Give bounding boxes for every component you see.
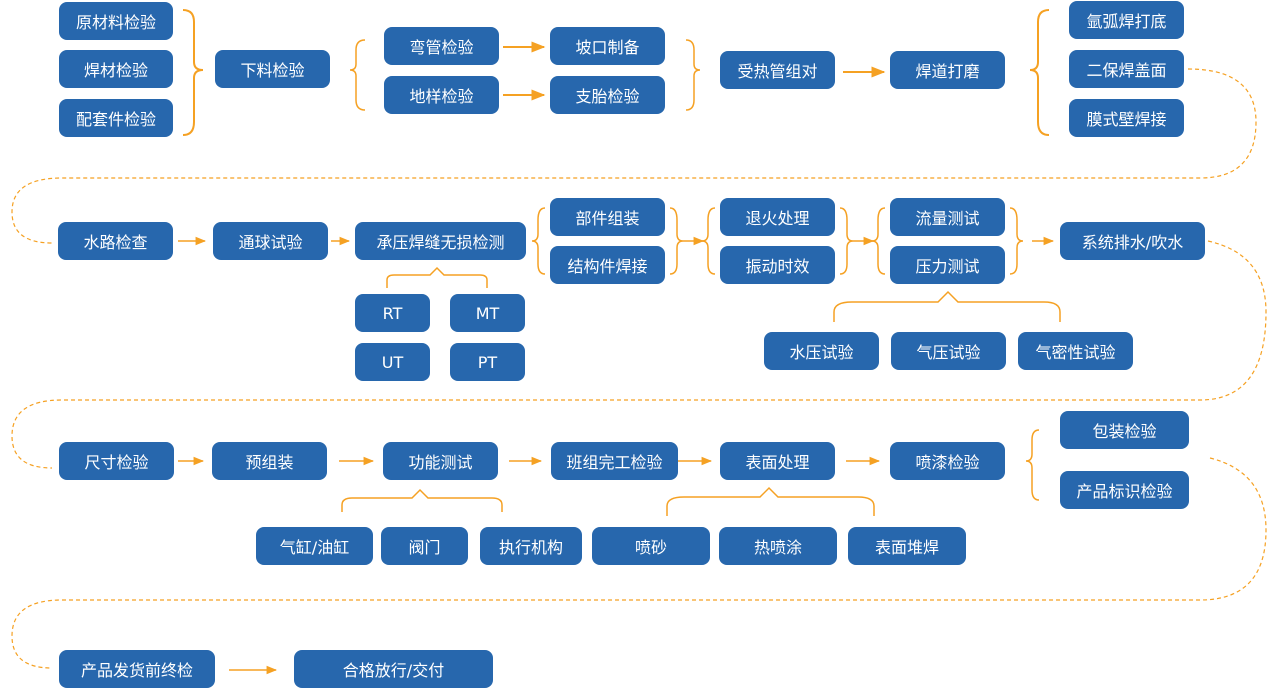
- node-ut: UT: [355, 343, 430, 381]
- node-argon-arc: 氩弧焊打底: [1069, 1, 1184, 39]
- bracket-brace-icon: [341, 488, 503, 512]
- node-packaging: 包装检验: [1060, 411, 1189, 449]
- bracket-brace-icon: [833, 290, 1061, 322]
- node-rt: RT: [355, 294, 430, 332]
- node-hydro-test: 水压试验: [764, 332, 879, 370]
- row1-connectors: [182, 9, 1050, 136]
- node-cylinder: 气缸/油缸: [256, 527, 373, 565]
- node-component-assembly: 部件组装: [550, 198, 665, 236]
- node-welding-material: 焊材检验: [59, 50, 173, 88]
- node-mt: MT: [450, 294, 525, 332]
- node-ndt: 承压焊缝无损检测: [355, 222, 526, 260]
- wrap-line-row3: [11, 457, 1267, 669]
- bracket-brace-icon: [182, 9, 204, 136]
- node-final-inspection: 产品发货前终检: [59, 650, 215, 688]
- node-surface-treatment: 表面处理: [720, 442, 835, 480]
- node-drain-blow: 系统排水/吹水: [1060, 222, 1205, 260]
- bracket-brace-icon: [669, 207, 684, 275]
- wrap-line-row2: [11, 240, 1267, 469]
- bracket-brace-icon: [1029, 9, 1050, 136]
- bracket-brace-icon: [666, 486, 875, 516]
- bracket-brace-icon: [871, 207, 886, 275]
- node-waterway: 水路检查: [58, 222, 173, 260]
- bracket-brace-icon: [1009, 207, 1024, 275]
- bracket-brace-icon: [1025, 429, 1040, 501]
- node-team-complete: 班组完工检验: [551, 442, 678, 480]
- node-raw-material: 原材料检验: [59, 2, 173, 40]
- node-pneumatic-test: 气压试验: [891, 332, 1006, 370]
- node-release: 合格放行/交付: [294, 650, 493, 688]
- node-blanking: 下料检验: [215, 50, 330, 88]
- node-support: 支胎检验: [550, 76, 665, 114]
- node-bevel: 坡口制备: [550, 27, 665, 65]
- bracket-brace-icon: [531, 207, 546, 275]
- node-valve: 阀门: [381, 527, 468, 565]
- node-flow-test: 流量测试: [890, 198, 1005, 236]
- node-weld-grind: 焊道打磨: [890, 51, 1005, 89]
- node-pt: PT: [450, 343, 525, 381]
- bracket-brace-icon: [685, 39, 701, 111]
- node-co2-cover: 二保焊盖面: [1069, 50, 1184, 88]
- row2-connectors: [178, 207, 1061, 322]
- node-shot-blast: 喷砂: [592, 527, 710, 565]
- node-heated-tube: 受热管组对: [720, 51, 835, 89]
- node-membrane-wall: 膜式壁焊接: [1069, 99, 1184, 137]
- node-ground-sample: 地样检验: [384, 76, 499, 114]
- bracket-brace-icon: [349, 39, 366, 111]
- node-surface-overlay: 表面堆焊: [848, 527, 966, 565]
- node-annealing: 退火处理: [720, 198, 835, 236]
- bracket-brace-icon: [386, 266, 488, 288]
- node-dimension: 尺寸检验: [59, 442, 174, 480]
- node-pressure-test: 压力测试: [890, 246, 1005, 284]
- node-vibration-aging: 振动时效: [720, 246, 835, 284]
- wrap-connectors: [11, 68, 1267, 669]
- node-paint-inspection: 喷漆检验: [890, 442, 1005, 480]
- node-bending: 弯管检验: [384, 27, 499, 65]
- bracket-brace-icon: [701, 207, 716, 275]
- node-ball-test: 通球试验: [213, 222, 328, 260]
- node-structural-weld: 结构件焊接: [550, 246, 665, 284]
- row3-connectors: [178, 429, 1040, 516]
- node-function-test: 功能测试: [383, 442, 498, 480]
- node-thermal-spray: 热喷涂: [719, 527, 837, 565]
- node-product-marking: 产品标识检验: [1060, 471, 1189, 509]
- bracket-brace-icon: [839, 207, 854, 275]
- wrap-line-row1: [11, 68, 1257, 244]
- node-pre-assembly: 预组装: [212, 442, 327, 480]
- node-leak-test: 气密性试验: [1018, 332, 1133, 370]
- node-actuator: 执行机构: [480, 527, 582, 565]
- node-parts: 配套件检验: [59, 99, 173, 137]
